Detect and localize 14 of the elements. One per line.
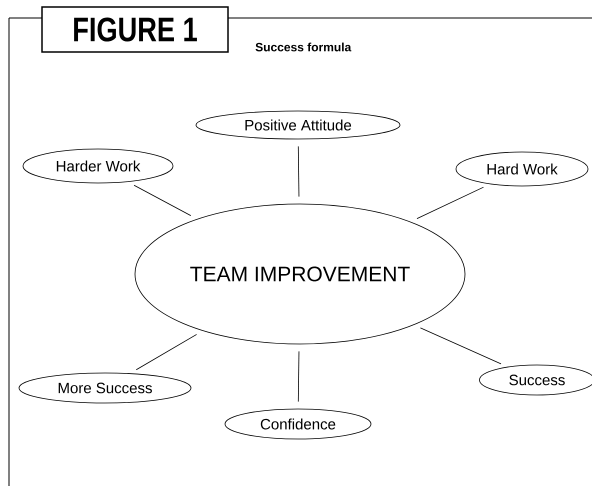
ellipse-node: Confidence xyxy=(224,408,372,440)
ellipse-node: Hard Work xyxy=(456,152,588,186)
ellipse-node: Positive Attitude xyxy=(196,110,400,140)
connector-line xyxy=(134,184,192,216)
ellipse-node: TEAM IMPROVEMENT xyxy=(134,204,466,344)
connector-line xyxy=(420,327,502,364)
connector-line xyxy=(416,186,484,220)
figure-label: FIGURE 1 xyxy=(41,6,229,53)
ellipse-node: More Success xyxy=(18,372,192,404)
connector-line xyxy=(136,334,197,370)
ellipse-node: Harder Work xyxy=(22,148,174,184)
connector-line xyxy=(298,350,300,402)
connector-line xyxy=(298,146,300,197)
title: Success formula xyxy=(256,42,352,52)
